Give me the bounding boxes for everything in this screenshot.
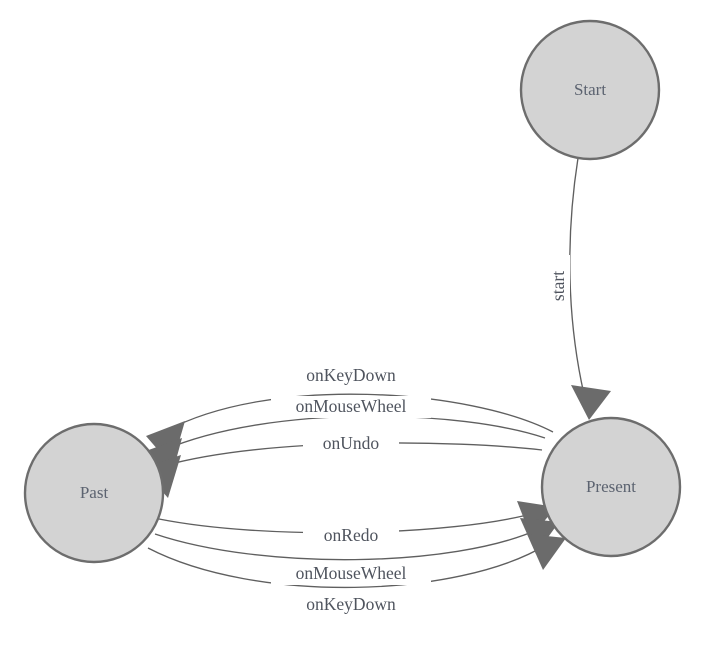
edge-label-onmousewheel-top-bg xyxy=(271,396,431,418)
edge-label-onkeydown-bottom-text: onKeyDown xyxy=(306,594,396,614)
edge-label-onmousewheel-bottom-text: onMouseWheel xyxy=(296,563,407,583)
edge-label-onundo: onUndo xyxy=(303,433,399,455)
edge-start-to-present[interactable] xyxy=(569,157,611,420)
edge-label-onmousewheel-top: onMouseWheel xyxy=(271,396,431,418)
edge-path-past-present-3 xyxy=(147,544,547,589)
edge-past-to-present-onkeydown[interactable] xyxy=(147,534,566,589)
edge-label-onmousewheel-bottom: onMouseWheel xyxy=(271,563,431,585)
edge-label-onkeydown-top-text: onKeyDown xyxy=(306,365,396,385)
edge-path-present-past-1 xyxy=(165,393,554,433)
edge-label-onundo-text: onUndo xyxy=(323,433,380,453)
edge-path-past-present-2 xyxy=(154,528,540,561)
edge-label-onmousewheel-top-text: onMouseWheel xyxy=(296,396,407,416)
edge-label-onkeydown-bottom-bg xyxy=(283,594,419,616)
edge-label-onkeydown-bottom: onKeyDown xyxy=(283,594,419,616)
edge-label-start-text: start xyxy=(548,271,568,301)
edge-arrowhead-start-present xyxy=(571,385,611,420)
node-start-circle xyxy=(519,19,661,161)
edge-label-onmousewheel-bottom-bg xyxy=(271,563,431,585)
node-past[interactable]: Past xyxy=(23,422,165,564)
edge-path-start-present xyxy=(569,157,587,404)
edge-label-onundo-bg xyxy=(303,433,399,455)
edge-label-onkeydown-top: onKeyDown xyxy=(283,365,419,387)
edge-label-start: start xyxy=(548,255,570,317)
edge-label-onkeydown-top-bg xyxy=(283,365,419,387)
edge-label-onredo-text: onRedo xyxy=(324,525,379,545)
node-present-circle xyxy=(540,416,682,558)
edge-label-start-bg xyxy=(550,255,570,317)
node-start-label: Start xyxy=(574,80,606,99)
edge-arrowhead-past-present-3 xyxy=(527,534,566,570)
edge-label-onredo-bg xyxy=(303,525,399,547)
edge-label-onredo: onRedo xyxy=(303,525,399,547)
node-start[interactable]: Start xyxy=(519,19,661,161)
node-present-label: Present xyxy=(586,477,636,496)
node-past-circle xyxy=(23,422,165,564)
node-present[interactable]: Present xyxy=(540,416,682,558)
node-past-label: Past xyxy=(80,483,109,502)
